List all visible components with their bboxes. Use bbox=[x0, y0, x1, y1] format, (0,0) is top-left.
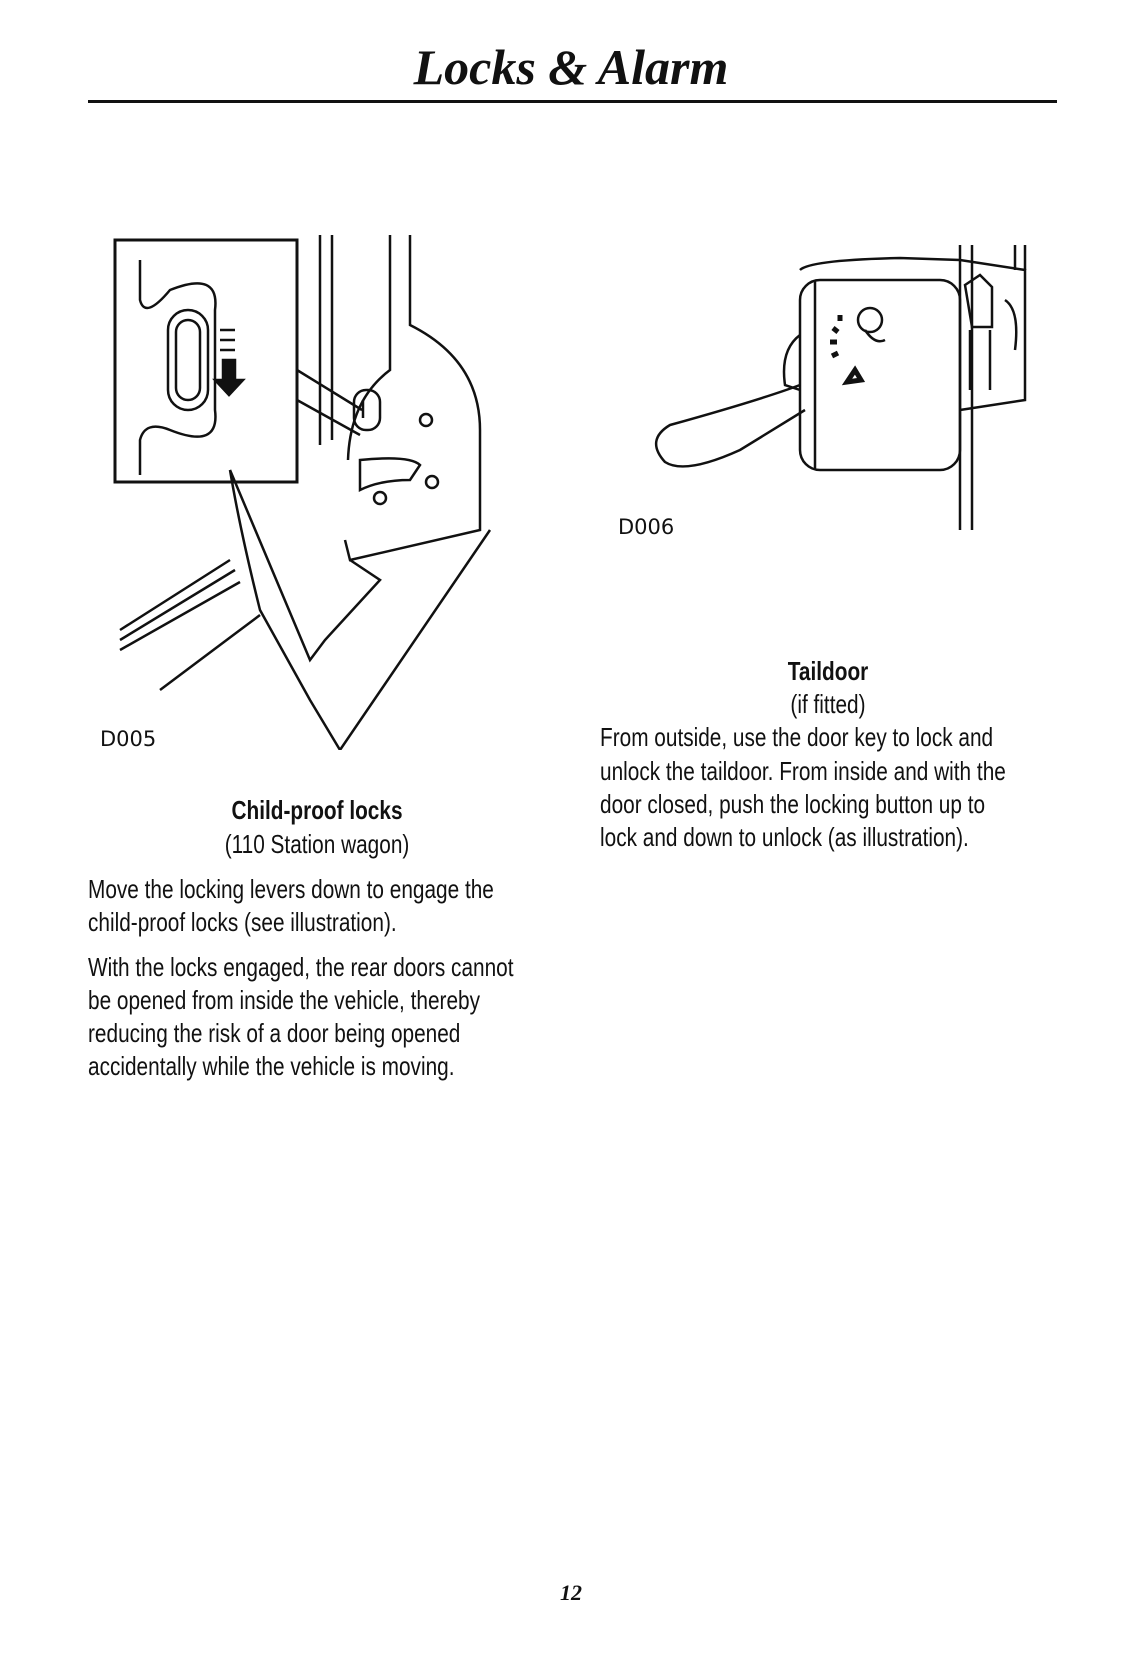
taildoor-lock-illustration bbox=[655, 245, 1027, 530]
child-locks-para1-line: Move the locking levers down to engage t… bbox=[88, 874, 494, 904]
child-locks-subheading: (110 Station wagon) bbox=[224, 829, 410, 859]
taildoor-heading: Taildoor bbox=[787, 656, 869, 686]
title-divider bbox=[88, 100, 1057, 103]
child-locks-para2-line: reducing the risk of a door being opened bbox=[88, 1018, 461, 1048]
taildoor-subheading: (if fitted) bbox=[790, 689, 866, 719]
child-locks-para2-line: be opened from inside the vehicle, there… bbox=[88, 985, 480, 1015]
figure-label-d005: D005 bbox=[100, 727, 157, 751]
child-lock-illustration bbox=[113, 235, 492, 750]
child-locks-para1-line: child-proof locks (see illustration). bbox=[88, 907, 397, 937]
figure-label-d006: D006 bbox=[618, 515, 675, 539]
child-locks-para2-line: With the locks engaged, the rear doors c… bbox=[88, 952, 514, 982]
taildoor-para-line: lock and down to unlock (as illustration… bbox=[600, 822, 969, 852]
child-locks-para2-line: accidentally while the vehicle is moving… bbox=[88, 1051, 455, 1081]
page-number: 12 bbox=[560, 1580, 582, 1605]
page-title: Locks & Alarm bbox=[413, 39, 729, 95]
taildoor-para-line: unlock the taildoor. From inside and wit… bbox=[600, 756, 1006, 786]
taildoor-para-line: door closed, push the locking button up … bbox=[600, 789, 986, 819]
taildoor-para-line: From outside, use the door key to lock a… bbox=[600, 722, 994, 752]
child-locks-heading: Child-proof locks bbox=[231, 795, 403, 825]
